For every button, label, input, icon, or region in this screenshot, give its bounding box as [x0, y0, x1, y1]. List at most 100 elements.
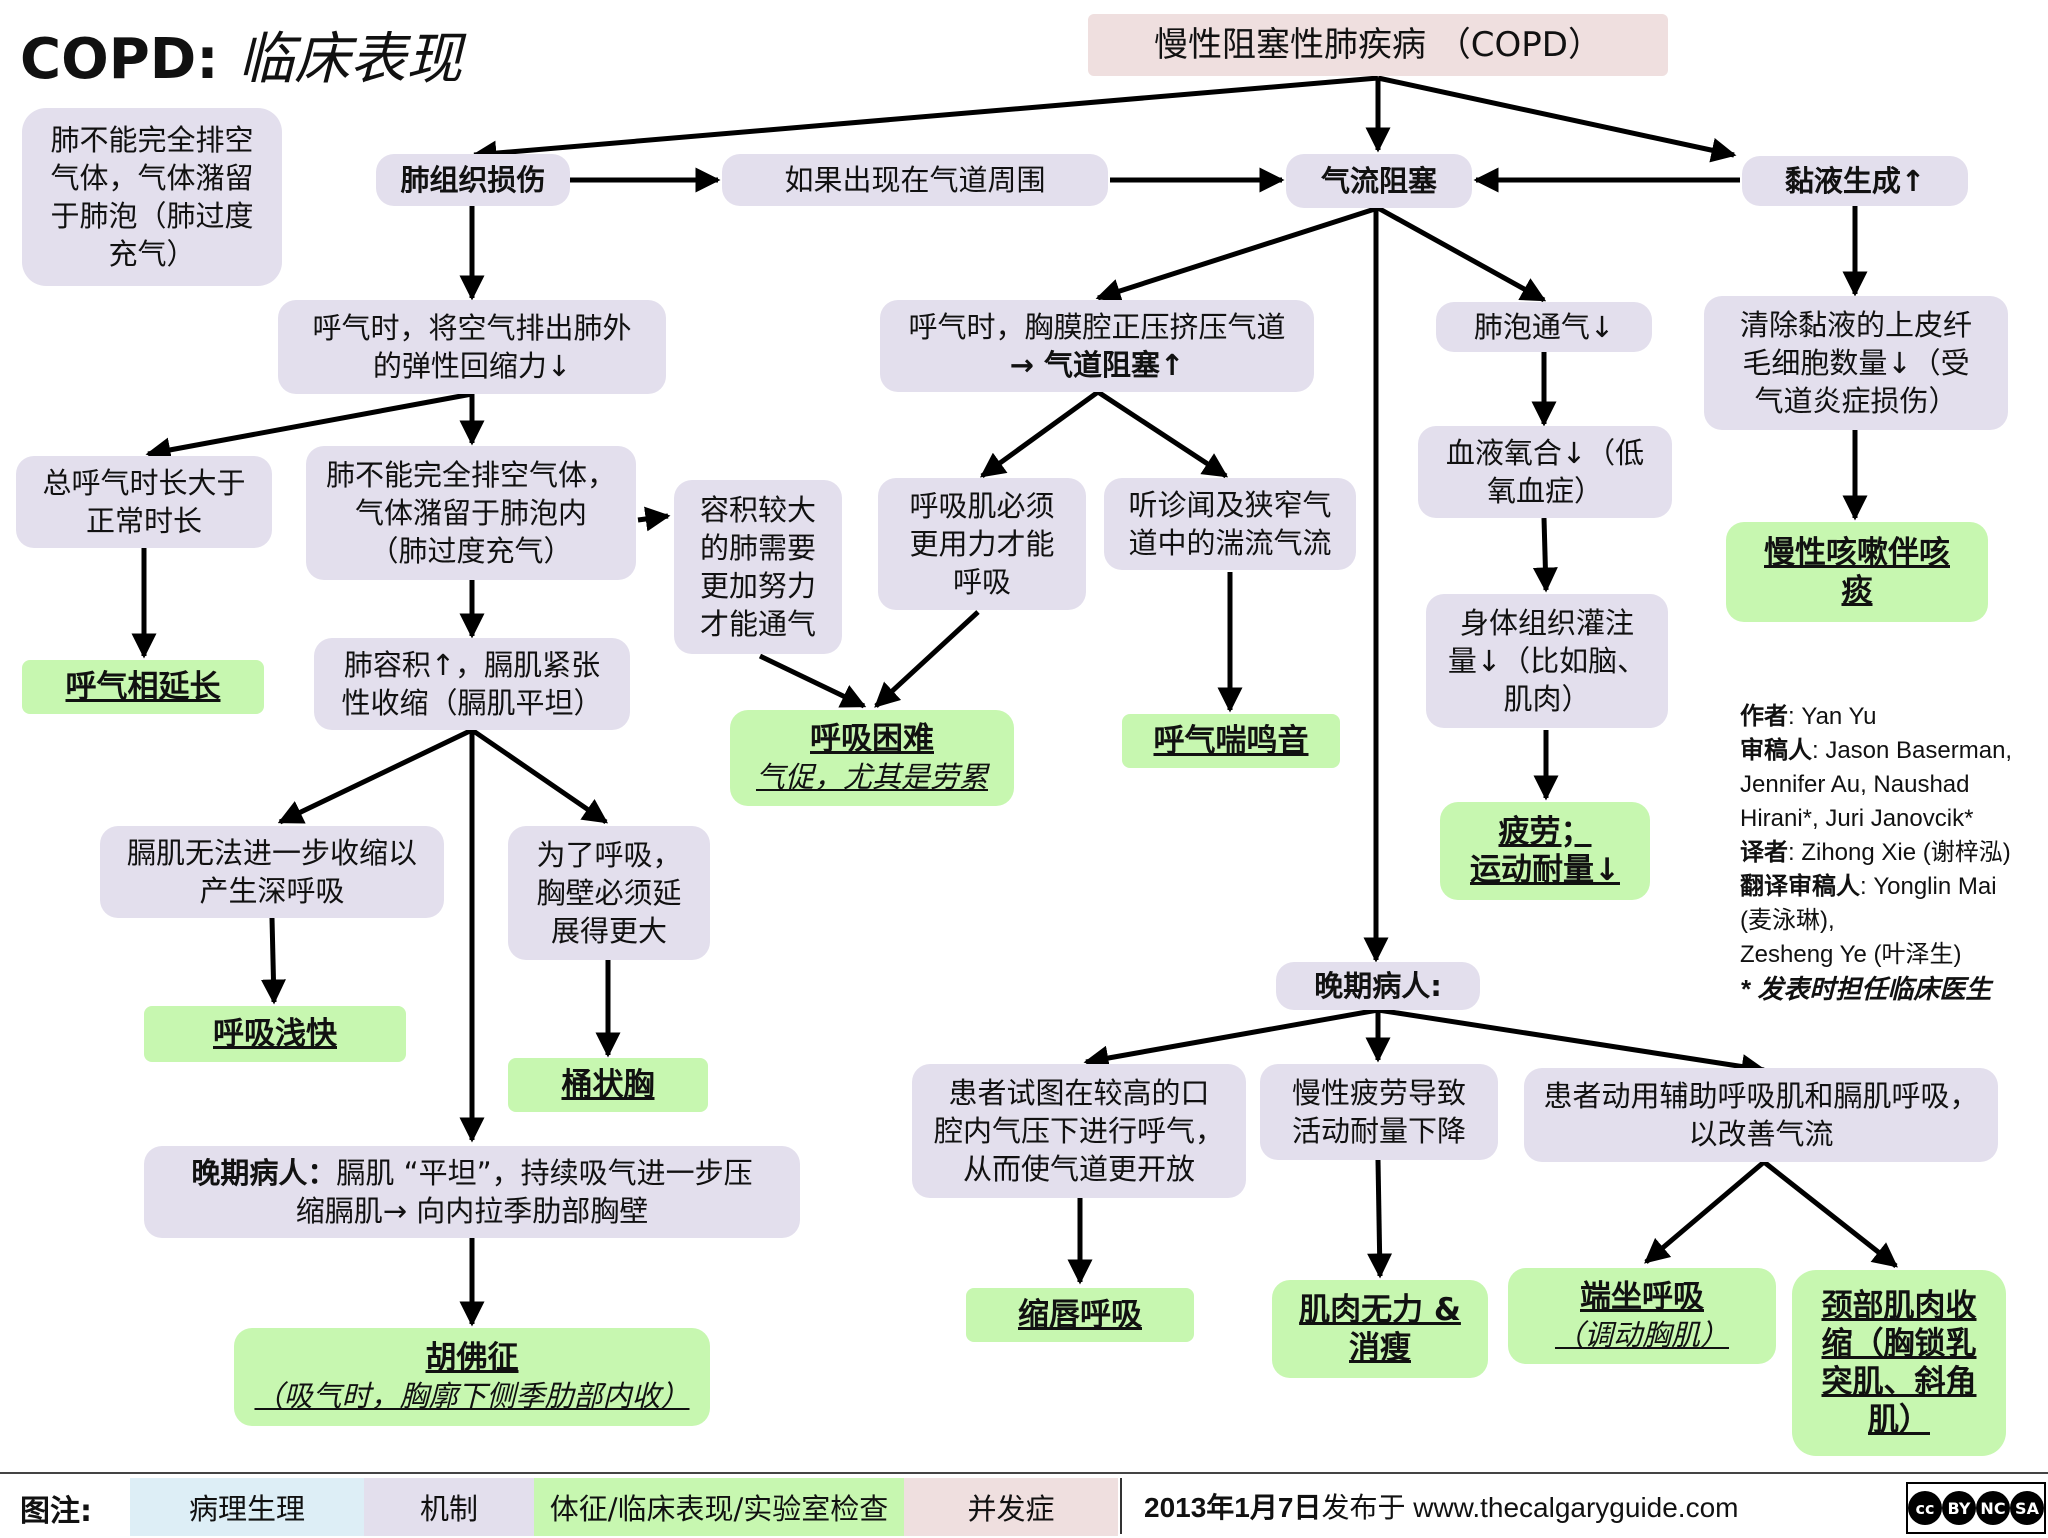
- air-trapping-box: 肺不能完全排空气体， 气体潴留于肺泡内 （肺过度充气）: [306, 446, 636, 580]
- chest-wall-line: 为了呼吸，: [536, 838, 682, 872]
- arrow-root-mucus: [1377, 75, 1737, 163]
- turbulent-flow-box: 听诊闻及狭窄气 道中的湍流气流: [1104, 478, 1356, 570]
- sign-label: 痰: [1841, 573, 1873, 609]
- arrow-airflow-pleural: [1095, 205, 1379, 304]
- mucus-label: 黏液生成↑: [1784, 164, 1926, 198]
- arrow-root-lungdamage: [471, 75, 1379, 166]
- sign-sub-label: 气促，尤其是劳累: [755, 760, 988, 794]
- mucus-box: 黏液生成↑: [1742, 156, 1968, 206]
- credit-value: (麦泳琳),: [1740, 907, 1835, 934]
- arrow-late-accessory: [1377, 1007, 1767, 1079]
- sign-label: 端坐呼吸: [1580, 1279, 1704, 1315]
- pursed-mech-line: 腔内气压下进行呼气，: [933, 1114, 1224, 1148]
- sign-fatigue: 疲劳； 运动耐量↓: [1440, 802, 1650, 900]
- late-right-box: 晚期病人:: [1276, 962, 1480, 1010]
- oxygenation-line: 血液氧合↓（低: [1445, 436, 1645, 470]
- longer-expiration-line: 正常时长: [85, 504, 202, 538]
- elastic-recoil-line: 的弹性回缩力↓: [372, 349, 572, 383]
- sign-label: 缩（胸锁乳: [1821, 1326, 1977, 1362]
- late-left-text: 膈肌 “平坦”，持续吸气进一步压: [336, 1156, 753, 1190]
- sign-prolonged-expiration: 呼气相延长: [22, 660, 264, 714]
- diaphragm-limit-line: 产生深呼吸: [199, 874, 345, 908]
- sign-wheeze: 呼气喘鸣音: [1122, 714, 1340, 768]
- muscle-effort-line: 呼吸: [952, 565, 1011, 599]
- root-label: 慢性阻塞性肺疾病 （COPD）: [1154, 25, 1602, 65]
- perfusion-box: 身体组织灌注 量↓（比如脑、 肌肉）: [1426, 594, 1668, 728]
- credit-value: Jennifer Au, Naushad: [1740, 771, 1970, 798]
- accessory-mech-line: 患者动用辅助呼吸肌和膈肌呼吸，: [1543, 1079, 1979, 1113]
- sign-label: 呼气喘鸣音: [1153, 723, 1309, 759]
- by-icon: BY: [1942, 1491, 1976, 1525]
- published-info: 2013年1月7日发布于 www.thecalgaryguide.com: [1144, 1486, 1739, 1526]
- sign-tripod: 端坐呼吸 （调动胸肌）: [1508, 1268, 1776, 1364]
- lung-damage-label: 肺组织损伤: [400, 163, 546, 197]
- lung-volume-box: 肺容积↑，膈肌紧张 性收缩（膈肌平坦）: [314, 638, 630, 730]
- legend-signs: 体征/临床表现/实验室检查: [534, 1478, 904, 1536]
- late-right-label: 晚期病人:: [1314, 969, 1442, 1003]
- diaphragm-limit-line: 膈肌无法进一步收缩以: [126, 836, 417, 870]
- sa-icon: SA: [2010, 1491, 2044, 1525]
- arrow-diaphragm-rapid: [260, 917, 286, 1005]
- larger-lung-line: 才能通气: [699, 607, 816, 641]
- cilia-box: 清除黏液的上皮纤 毛细胞数量↓（受 气道炎症损伤）: [1704, 296, 2008, 430]
- legend-text: 病理生理: [188, 1492, 305, 1526]
- airflow-obstruction-label: 气流阻塞: [1320, 164, 1437, 198]
- title-main: COPD:: [20, 27, 219, 92]
- around-airway-box: 如果出现在气道周围: [722, 154, 1108, 206]
- arrow-recoil-longer: [145, 391, 473, 463]
- perfusion-line: 量↓（比如脑、: [1447, 644, 1647, 678]
- left-note-line: 气体，气体潴留: [50, 161, 254, 195]
- nc-icon: NC: [1976, 1491, 2010, 1525]
- sign-label: 呼吸困难: [810, 721, 934, 757]
- credit-translator: 译者: Zihong Xie (谢梓泓): [1740, 836, 2040, 870]
- legend-text: 并发症: [967, 1492, 1055, 1526]
- fatigue-mech-line: 慢性疲劳导致: [1291, 1076, 1466, 1110]
- arrow-airflow-alveolar: [1376, 205, 1547, 303]
- cilia-line: 气道炎症损伤）: [1754, 384, 1958, 418]
- left-note-line: 充气）: [108, 237, 196, 271]
- late-left-line: 晚期病人：膈肌 “平坦”，持续吸气进一步压: [191, 1154, 752, 1192]
- credit-label: 审稿人: [1740, 737, 1812, 764]
- sign-label: 缩唇呼吸: [1018, 1297, 1142, 1333]
- legend-text: 体征/临床表现/实验室检查: [549, 1492, 889, 1526]
- credit-trans-reviewer: 翻译审稿人: Yonglin Mai: [1740, 870, 2040, 904]
- arrow-oxygen-perfusion: [1532, 517, 1558, 593]
- legend-complications: 并发症: [904, 1478, 1118, 1536]
- sign-label: 肌肉无力 &: [1299, 1292, 1461, 1328]
- credits: 作者: Yan Yu 审稿人: Jason Baserman, Jennifer…: [1740, 700, 2040, 1006]
- sign-label: 突肌、斜角: [1821, 1364, 1977, 1400]
- arrow-volume-diaphragm: [277, 727, 474, 825]
- muscle-effort-box: 呼吸肌必须 更用力才能 呼吸: [878, 478, 1086, 610]
- pursed-mech-box: 患者试图在较高的口 腔内气压下进行呼气， 从而使气道更开放: [912, 1064, 1246, 1198]
- legend-mechanism: 机制: [364, 1478, 534, 1536]
- sign-label: 慢性咳嗽伴咳: [1764, 535, 1950, 571]
- sign-label: 呼气相延长: [65, 669, 221, 705]
- late-left-box: 晚期病人：膈肌 “平坦”，持续吸气进一步压 缩膈肌→ 向内拉季肋部胸壁: [144, 1146, 800, 1238]
- published-site: 发布于 www.thecalgaryguide.com: [1321, 1492, 1739, 1523]
- sign-label: 桶状胸: [561, 1067, 655, 1103]
- arrow-effort-dyspnea: [874, 610, 980, 708]
- cc-license-badge: cc BY NC SA: [1906, 1482, 2046, 1534]
- sign-sub-label: （吸气时，胸廓下侧季肋部内收）: [254, 1379, 690, 1413]
- credit-author: 作者: Yan Yu: [1740, 700, 2040, 734]
- credit-label: 译者: [1740, 839, 1788, 866]
- larger-lung-line: 更加努力: [699, 569, 816, 603]
- larger-lung-box: 容积较大 的肺需要 更加努力 才能通气: [674, 480, 842, 654]
- credit-label: 作者: [1740, 703, 1788, 730]
- legend-text: 机制: [419, 1492, 478, 1526]
- cilia-line: 毛细胞数量↓（受: [1742, 346, 1970, 380]
- fatigue-mech-line: 活动耐量下降: [1291, 1114, 1466, 1148]
- elastic-recoil-box: 呼气时，将空气排出肺外 的弹性回缩力↓: [278, 300, 666, 394]
- sign-label: 呼吸浅快: [213, 1016, 337, 1052]
- longer-expiration-line: 总呼气时长大于: [42, 466, 246, 500]
- elastic-recoil-line: 呼气时，将空气排出肺外: [312, 311, 632, 345]
- arrow-pleural-effort: [979, 389, 1100, 479]
- credit-value: : Jason Baserman,: [1812, 737, 2013, 764]
- left-note-box: 肺不能完全排空 气体，气体潴留 于肺泡（肺过度 充气）: [22, 108, 282, 286]
- chest-wall-line: 胸壁必须延: [536, 876, 682, 910]
- sign-label: 胡佛征: [425, 1340, 519, 1376]
- chest-wall-line: 展得更大: [550, 914, 667, 948]
- pleural-pressure-line: → 气道阻塞↑: [1009, 348, 1185, 382]
- sign-pursed-lip: 缩唇呼吸: [966, 1288, 1194, 1342]
- page-title: COPD: 临床表现: [20, 14, 462, 95]
